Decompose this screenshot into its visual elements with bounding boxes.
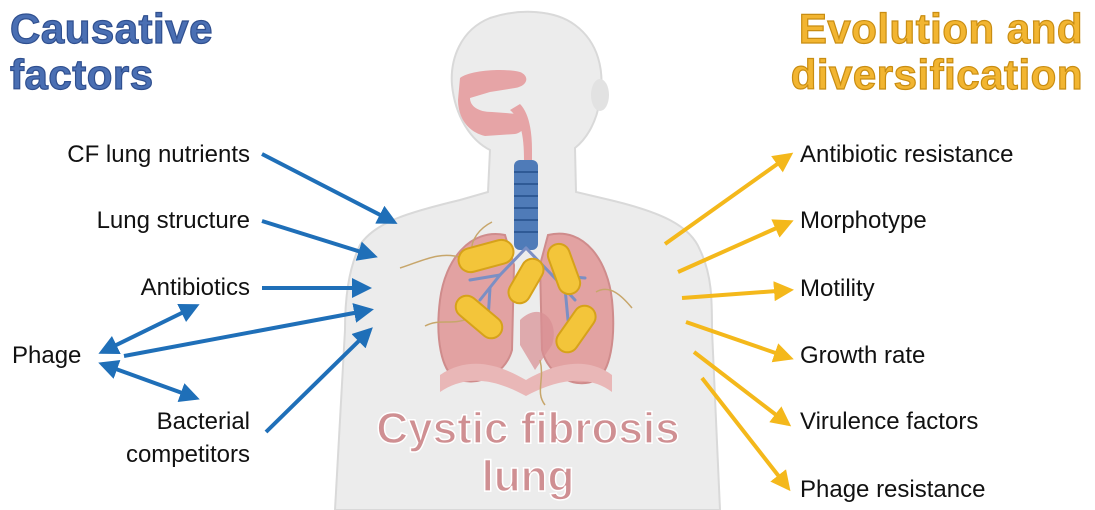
heading-line: factors: [10, 52, 213, 98]
label-antibiotic-resistance: Antibiotic resistance: [800, 140, 1013, 170]
arrow-phage-competitors: [102, 364, 196, 398]
heading-line: Causative: [10, 6, 213, 52]
label-phage: Phage: [12, 341, 81, 371]
label-morphotype: Morphotype: [800, 206, 927, 236]
heading-line: Evolution and: [791, 6, 1083, 52]
cystic-fibrosis-lung-title: Cystic fibrosis lung: [373, 405, 683, 501]
label-cf-lung-nutrients: CF lung nutrients: [67, 140, 250, 170]
ear: [591, 79, 609, 111]
arrow-cf-nutrients: [262, 154, 394, 222]
arrow-phage-to-lung: [124, 310, 370, 356]
label-antibiotics: Antibiotics: [141, 273, 250, 303]
label-virulence-factors: Virulence factors: [800, 407, 978, 437]
label-competitors: competitors: [126, 440, 250, 470]
label-motility: Motility: [800, 274, 875, 304]
trachea: [514, 160, 538, 250]
label-phage-resistance: Phage resistance: [800, 475, 985, 505]
label-lung-structure: Lung structure: [97, 206, 250, 236]
title-line: Cystic fibrosis: [373, 405, 683, 453]
arrow-lung-structure: [262, 221, 374, 256]
title-line: lung: [373, 453, 683, 501]
causative-factors-heading: Causative factors: [10, 6, 213, 98]
label-growth-rate: Growth rate: [800, 341, 925, 371]
evolution-heading: Evolution and diversification: [791, 6, 1083, 98]
label-bacterial: Bacterial: [157, 407, 250, 437]
heading-line: diversification: [791, 52, 1083, 98]
